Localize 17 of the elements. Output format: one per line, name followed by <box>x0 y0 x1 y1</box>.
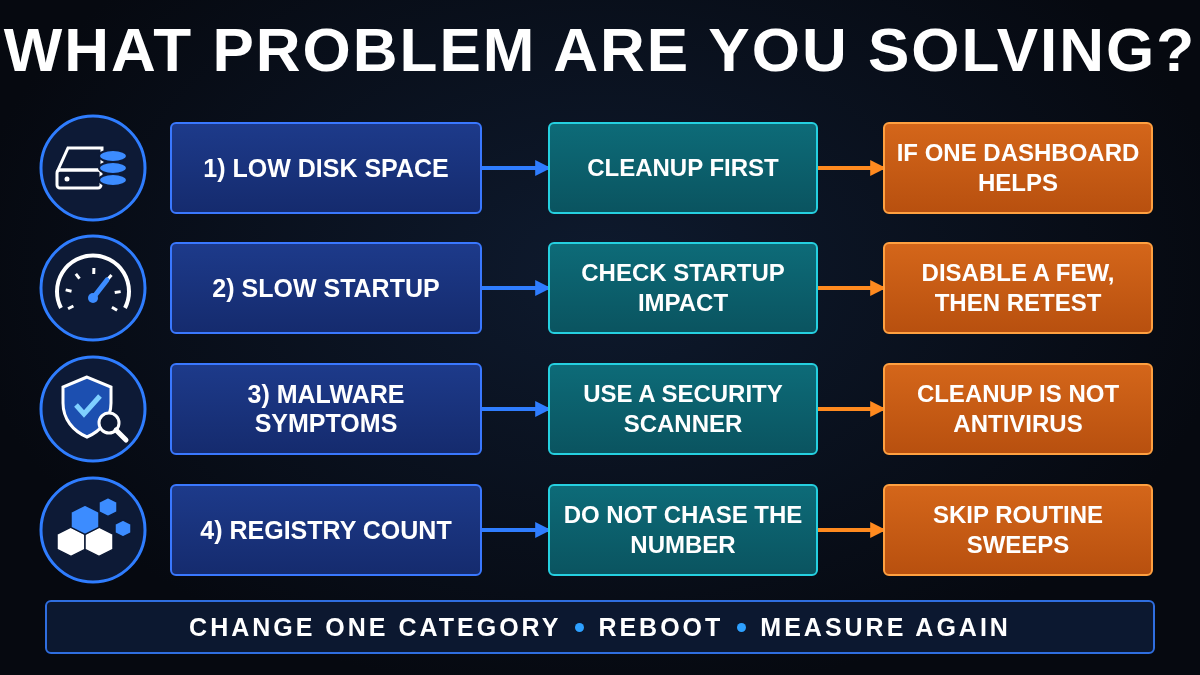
footer-text: MEASURE AGAIN <box>759 612 1012 642</box>
footer-banner <box>45 600 1155 654</box>
solution-box: USE A SECURITY SCANNER <box>548 363 818 455</box>
advice-box: DISABLE A FEW, THEN RETEST <box>883 242 1153 334</box>
advice-box: CLEANUP IS NOT ANTIVIRUS <box>883 363 1153 455</box>
problem-box: 1) LOW DISK SPACE <box>170 122 482 214</box>
footer-text: CHANGE ONE CATEGORY <box>188 612 563 642</box>
advice-box: IF ONE DASHBOARD HELPS <box>883 122 1153 214</box>
solution-box: DO NOT CHASE THE NUMBER <box>548 484 818 576</box>
title: WHAT PROBLEM ARE YOU SOLVING? <box>3 15 1197 84</box>
solution-box: CLEANUP FIRST <box>548 122 818 214</box>
advice-box: SKIP ROUTINE SWEEPS <box>883 484 1153 576</box>
footer-text: REBOOT <box>597 612 725 642</box>
problem-box: 4) REGISTRY COUNT <box>170 484 482 576</box>
problem-box: 2) SLOW STARTUP <box>170 242 482 334</box>
solution-box: CHECK STARTUP IMPACT <box>548 242 818 334</box>
problem-box: 3) MALWARE SYMPTOMS <box>170 363 482 455</box>
